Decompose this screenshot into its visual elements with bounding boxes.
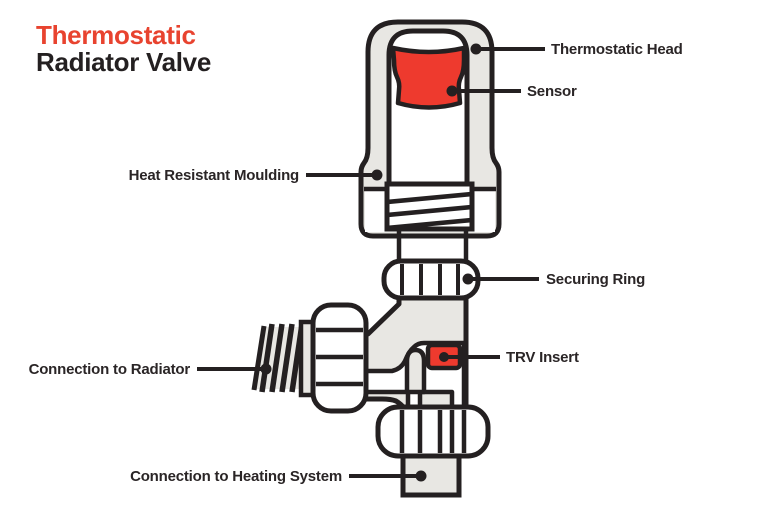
valve-seat-shape bbox=[404, 347, 427, 395]
page-title-line1: Thermostatic bbox=[36, 20, 196, 50]
thread-ridge-line bbox=[251, 325, 267, 391]
thread-hatch-line bbox=[389, 191, 470, 205]
callouts: Thermostatic Head Sensor Heat Resistant … bbox=[29, 41, 683, 485]
label-sensor: Sensor bbox=[527, 83, 577, 100]
page-title-line2: Radiator Valve bbox=[36, 47, 211, 77]
label-securing-ring: Securing Ring bbox=[546, 271, 645, 288]
radiator-connection-group bbox=[251, 302, 369, 414]
thread-ridge-line bbox=[269, 323, 285, 393]
leader-dot-radiator bbox=[260, 363, 272, 375]
moulding-thread-hatch bbox=[389, 191, 470, 227]
leader-dot-securing-ring bbox=[462, 273, 474, 285]
label-connection-to-heating-system: Connection to Heating System bbox=[130, 468, 342, 485]
label-trv-insert: TRV Insert bbox=[506, 349, 579, 366]
leader-dot-trv-insert bbox=[439, 352, 449, 362]
thread-hatch-line bbox=[389, 204, 470, 218]
leader-dot-moulding bbox=[371, 169, 383, 181]
leader-dot-heating bbox=[415, 470, 427, 482]
valve-neck bbox=[396, 229, 469, 263]
label-connection-to-radiator: Connection to Radiator bbox=[29, 361, 191, 378]
thread-ridge-line bbox=[279, 323, 295, 393]
sensor-shape bbox=[390, 45, 467, 110]
thread-hatch-line bbox=[389, 217, 470, 227]
bottom-nut-shape bbox=[375, 404, 491, 459]
heating-connection-group bbox=[375, 404, 491, 498]
thermostatic-head-group bbox=[358, 19, 502, 239]
label-thermostatic-head: Thermostatic Head bbox=[551, 41, 683, 58]
leader-dot-thermostatic-head bbox=[470, 43, 482, 55]
leader-dot-sensor bbox=[446, 85, 458, 97]
label-heat-resistant-moulding: Heat Resistant Moulding bbox=[129, 167, 299, 184]
thread-ridge-line bbox=[259, 323, 275, 393]
valve-body-group bbox=[353, 295, 469, 411]
